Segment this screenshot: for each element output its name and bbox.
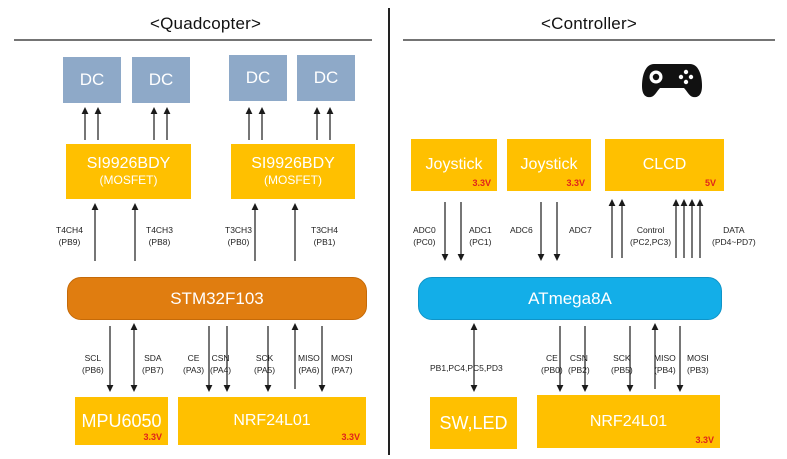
dc-motor-2: DC bbox=[132, 57, 190, 103]
mosfet-left-sub: (MOSFET) bbox=[99, 172, 158, 187]
quad-nrf24l01-voltage: 3.3V bbox=[341, 432, 360, 442]
signal-mosi-pa7: MOSI (PA7) bbox=[331, 353, 353, 375]
mosfet-left-name: SI9926BDY bbox=[86, 155, 171, 173]
signal-lcd-control: Control (PC2,PC3) bbox=[630, 225, 672, 247]
signal-csn-pb2: CSN (PB2) bbox=[568, 353, 590, 375]
signal-scl: SCL (PB6) bbox=[82, 353, 104, 375]
stm32-mcu-block: STM32F103 bbox=[67, 277, 367, 320]
dc-motor-4: DC bbox=[297, 55, 355, 101]
dc-motor-1: DC bbox=[63, 57, 121, 103]
joystick-2-block: Joystick 3.3V bbox=[507, 139, 591, 191]
signal-sck-pb5: SCK (PB5) bbox=[611, 353, 633, 375]
signal-sda: SDA (PB7) bbox=[142, 353, 164, 375]
signal-miso-pb4: MISO (PB4) bbox=[654, 353, 676, 375]
signal-t4ch4: T4CH4 (PB9) bbox=[56, 225, 83, 247]
clcd-voltage: 5V bbox=[704, 178, 716, 188]
quad-nrf24l01-block: NRF24L01 3.3V bbox=[178, 397, 366, 445]
mosfet-right-sub: (MOSFET) bbox=[264, 172, 322, 187]
quad-nrf24l01-name: NRF24L01 bbox=[233, 412, 311, 429]
atmega8a-mcu-block: ATmega8A bbox=[418, 277, 722, 320]
signal-ce-pb0: CE (PB0) bbox=[541, 353, 563, 375]
dc-motor-3: DC bbox=[229, 55, 287, 101]
joystick-2-name: Joystick bbox=[520, 156, 578, 173]
signal-t3ch3: T3CH3 (PB0) bbox=[225, 225, 252, 247]
sw-led-block: SW,LED bbox=[430, 397, 517, 449]
signal-t4ch3: T4CH3 (PB8) bbox=[146, 225, 173, 247]
mpu6050-name: MPU6050 bbox=[81, 410, 162, 431]
mosfet-driver-left: SI9926BDY (MOSFET) bbox=[66, 144, 191, 199]
signal-csn-pa4: CSN (PA4) bbox=[210, 353, 232, 375]
clcd-block: CLCD 5V bbox=[605, 139, 724, 191]
signal-lcd-data: DATA (PD4~PD7) bbox=[712, 225, 756, 247]
clcd-name: CLCD bbox=[642, 156, 687, 173]
signal-adc7: ADC7 bbox=[569, 225, 592, 235]
gamepad-icon bbox=[642, 64, 702, 98]
mosfet-driver-right: SI9926BDY (MOSFET) bbox=[231, 144, 355, 199]
joystick-1-block: Joystick 3.3V bbox=[411, 139, 497, 191]
signal-adc1: ADC1 (PC1) bbox=[469, 225, 492, 247]
mpu6050-block: MPU6050 3.3V bbox=[75, 397, 168, 445]
signal-sck-pa5: SCK (PA5) bbox=[254, 353, 276, 375]
signal-ce-pa3: CE (PA3) bbox=[183, 353, 205, 375]
signal-adc6: ADC6 bbox=[510, 225, 533, 235]
signal-io-pins: PB1,PC4,PC5,PD3 bbox=[430, 363, 503, 373]
joystick-1-name: Joystick bbox=[425, 156, 483, 173]
ctrl-nrf24l01-block: NRF24L01 3.3V bbox=[537, 395, 720, 448]
quadcopter-title: <Quadcopter> bbox=[150, 14, 262, 33]
sw-led-name: SW,LED bbox=[439, 412, 508, 433]
ctrl-nrf24l01-name: NRF24L01 bbox=[589, 412, 668, 430]
signal-miso-pa6: MISO (PA6) bbox=[298, 353, 320, 375]
signal-mosi-pb3: MOSI (PB3) bbox=[687, 353, 709, 375]
controller-title: <Controller> bbox=[541, 14, 637, 33]
signal-adc0: ADC0 (PC0) bbox=[413, 225, 436, 247]
mpu6050-voltage: 3.3V bbox=[143, 432, 162, 442]
joystick-2-voltage: 3.3V bbox=[566, 178, 585, 188]
joystick-1-voltage: 3.3V bbox=[472, 178, 491, 188]
ctrl-nrf24l01-voltage: 3.3V bbox=[695, 435, 714, 445]
mosfet-right-name: SI9926BDY bbox=[251, 155, 335, 173]
signal-t3ch4: T3CH4 (PB1) bbox=[311, 225, 338, 247]
